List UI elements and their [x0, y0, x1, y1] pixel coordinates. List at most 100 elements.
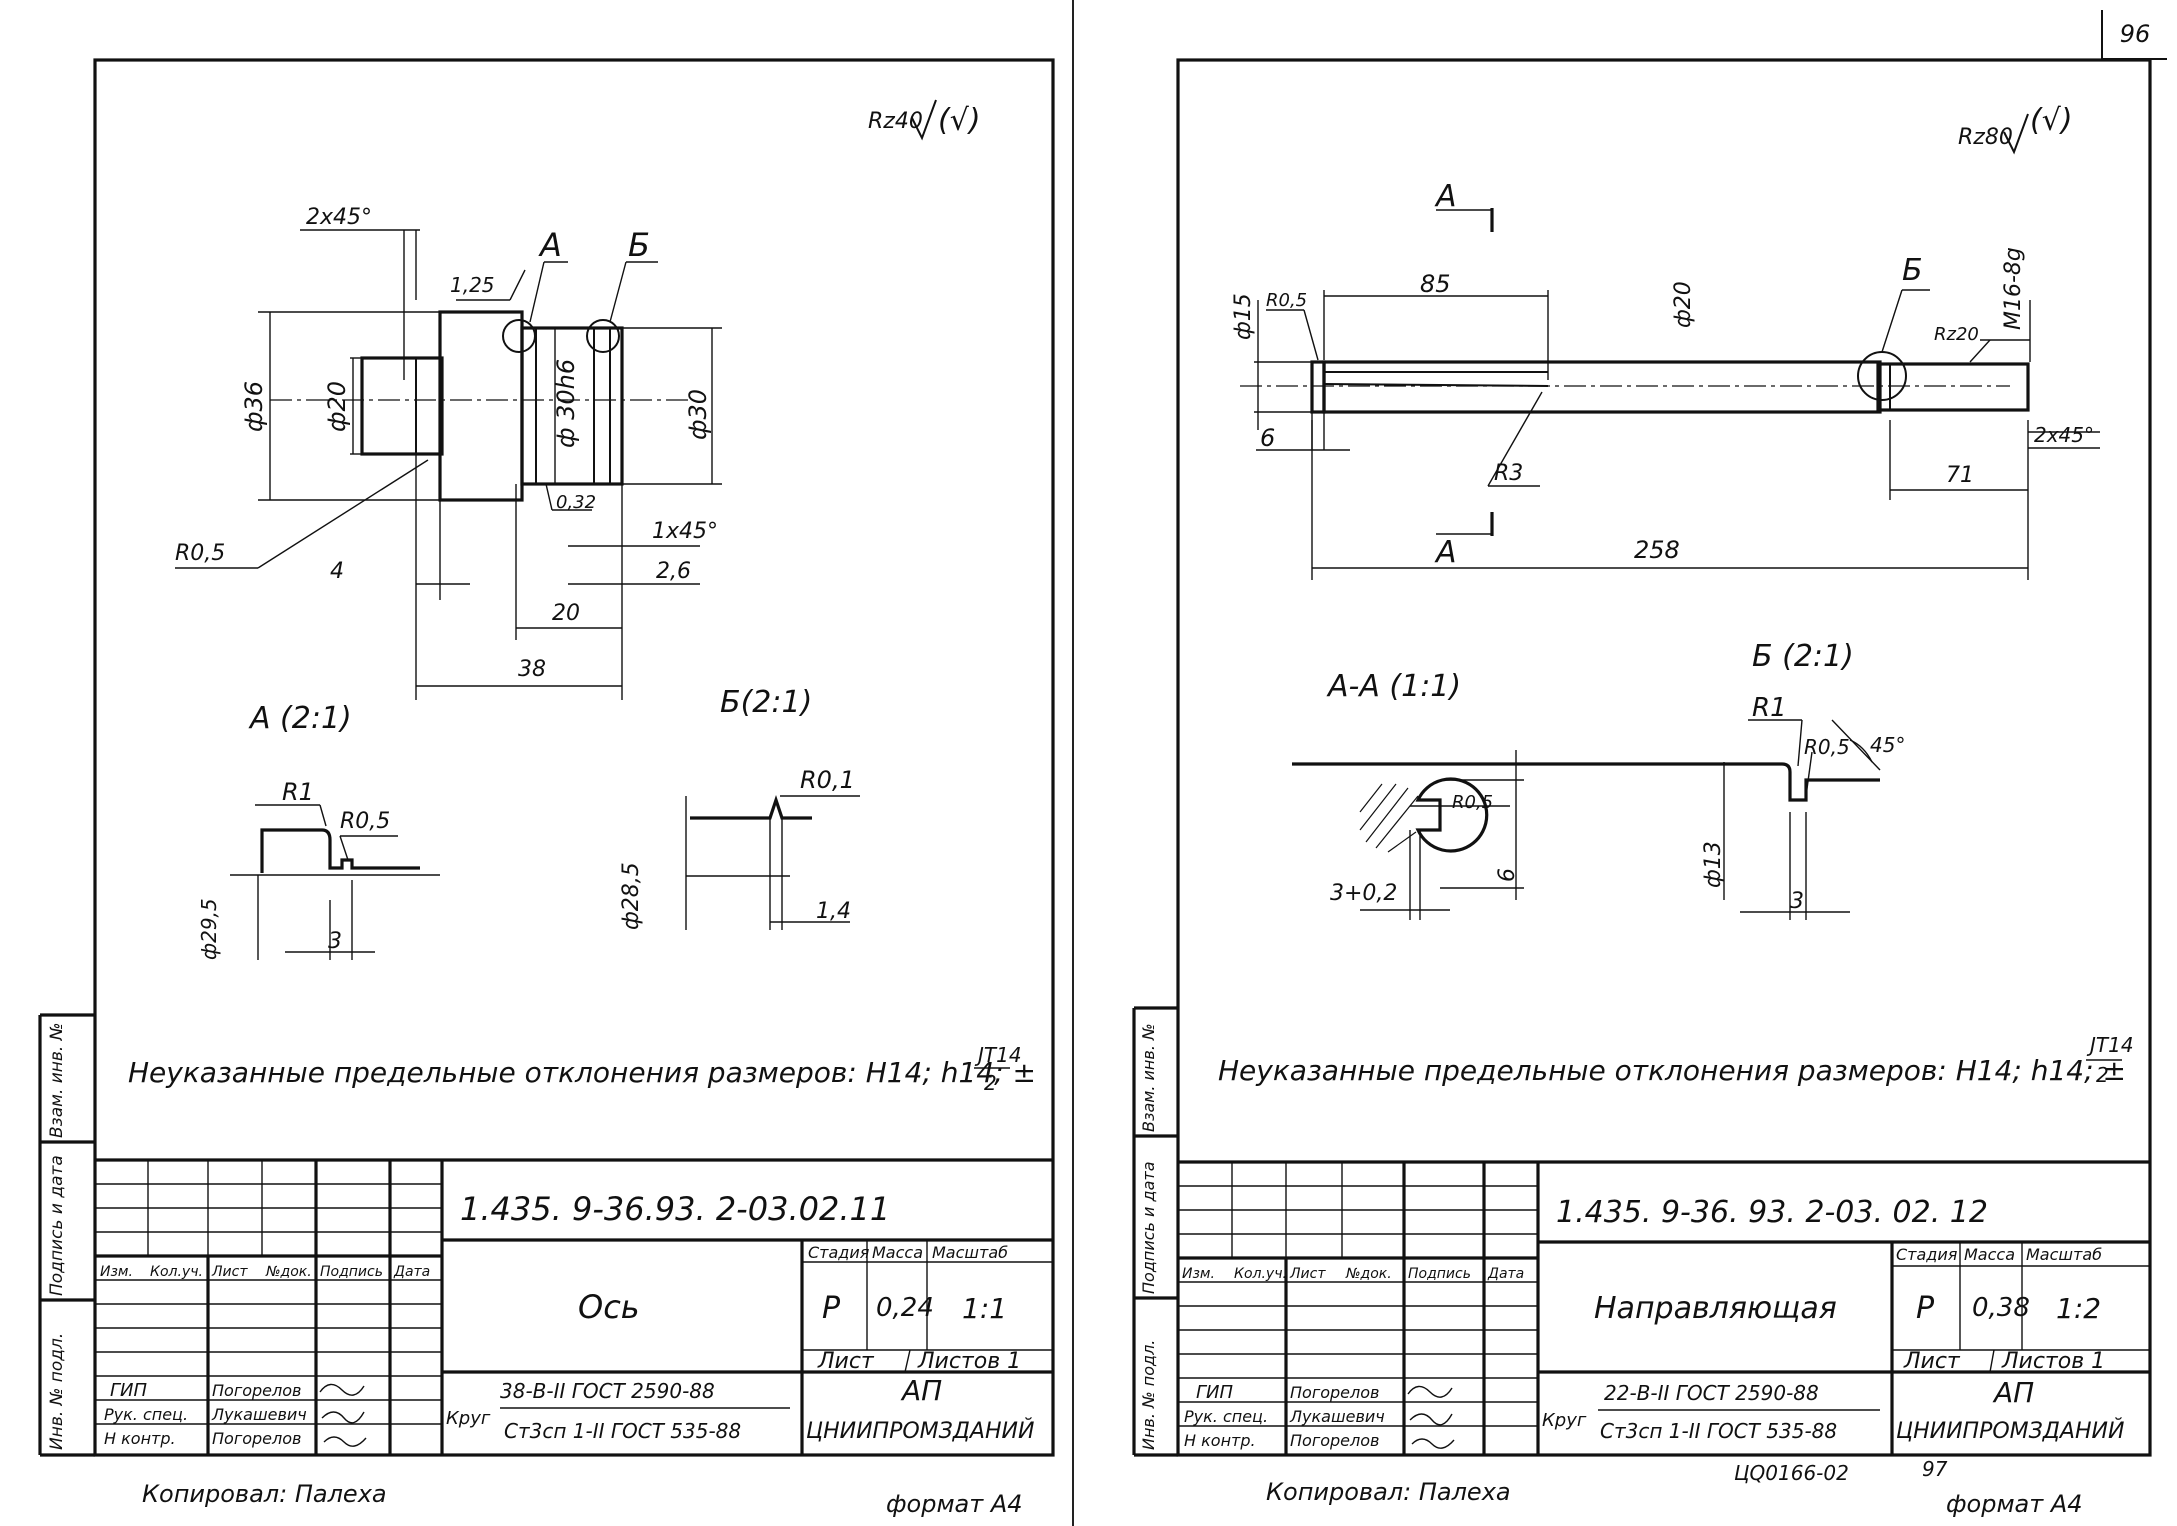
r-material-prefix: Круг — [1542, 1410, 1587, 1431]
page-separator — [1072, 0, 1074, 1526]
right-drawing: Взам. инв. № Подпись и дата Инв. № подл.… — [1132, 58, 2152, 1518]
r-role-ruk: Рук. спец. — [1184, 1407, 1268, 1426]
r-dim-85: 85 — [1420, 270, 1451, 298]
left-drawing: Взам. инв. № Подпись и дата Инв. № подл.… — [38, 58, 1055, 1518]
r-dim-d15: ф15 — [1231, 293, 1256, 340]
r-part-name: Направляющая — [1594, 1291, 1837, 1326]
r-role-gip: ГИП — [1196, 1382, 1233, 1403]
r-detail-b-title: Б (2:1) — [1752, 639, 1854, 674]
section-aa-6: 6 — [1495, 868, 1520, 882]
material-top: 38-В-II ГОСТ 2590-88 — [500, 1379, 715, 1403]
detail-a-d295: ф29,5 — [197, 898, 221, 960]
part-name: Ось — [578, 1288, 640, 1326]
svg-text:(√): (√) — [938, 103, 981, 138]
mass-header: Масса — [872, 1243, 923, 1262]
detail-b-d285: ф28,5 — [619, 862, 644, 930]
stage-value: Р — [822, 1291, 841, 1326]
left-frame — [93, 58, 1055, 1457]
r-copied-by: Копировал: Палеха — [1266, 1478, 1511, 1506]
r-roughness-value: Rz80 — [1958, 125, 2013, 150]
r-sheet-header: Лист — [1903, 1349, 1961, 1374]
r-stage-header: Стадия — [1896, 1245, 1958, 1264]
axle-main-view: 2x45° 1,25 А Б ф36 ф20 ф 30h6 ф30 0,32 1… — [175, 205, 722, 700]
hdr-izm: Изм. — [100, 1264, 133, 1280]
hdr-kol: Кол.уч. — [150, 1264, 203, 1280]
r-dim-chamfer: 2x45° — [2034, 423, 2094, 447]
r-person-1: Погорелов — [1290, 1383, 1379, 1402]
r-doc-code: 1.435. 9-36. 93. 2-03. 02. 12 — [1556, 1195, 1988, 1230]
detail-b-14: 1,4 — [816, 899, 851, 924]
dim-d36: ф36 — [240, 381, 268, 432]
r-detail-b-r1: R1 — [1752, 693, 1787, 723]
dim-chamfer: 2x45° — [306, 205, 372, 230]
r-dim-71: 71 — [1946, 463, 1974, 488]
r-mass-header: Масса — [1964, 1245, 2015, 1264]
detail-a-3: 3 — [328, 929, 342, 954]
right-frame — [1176, 58, 2152, 1457]
material-prefix: Круг — [446, 1408, 491, 1429]
r-tolerance-note: Неуказанные предельные отклонения размер… — [1218, 1054, 2126, 1087]
role-gip: ГИП — [110, 1380, 147, 1401]
scale-value: 1:1 — [962, 1292, 1007, 1325]
hdr-sign: Подпись — [320, 1264, 383, 1280]
page-number: 96 — [2101, 10, 2167, 60]
r-hdr-sign: Подпись — [1408, 1266, 1471, 1282]
r-dim-6: 6 — [1260, 424, 1275, 452]
r-hdr-kol: Кол.уч. — [1234, 1266, 1287, 1282]
doc-code: 1.435. 9-36.93. 2-03.02.11 — [460, 1190, 890, 1228]
r-detail-b-r05: R0,5 — [1804, 735, 1850, 759]
r-scale-value: 1:2 — [2056, 1292, 2101, 1325]
side-label-inv: Инв. № подл. — [47, 1333, 67, 1450]
r-person-3: Погорелов — [1290, 1431, 1379, 1450]
hdr-doc: №док. — [265, 1264, 312, 1280]
r-signatures — [1407, 1385, 1455, 1449]
r-detail-b-45: 45° — [1870, 733, 1905, 757]
tolerance-note-num: JT14 — [974, 1043, 1022, 1067]
scale-header: Масштаб — [932, 1243, 1008, 1262]
r-hdr-doc: №док. — [1345, 1266, 1392, 1282]
format-label: формат А4 — [886, 1490, 1023, 1518]
dim-d30h6: ф 30h6 — [552, 359, 580, 448]
left-title-block: Изм. Кол.уч. Лист №док. Подпись Дата ГИП… — [95, 1158, 1053, 1455]
material-bottom: Ст3сп 1-II ГОСТ 535-88 — [504, 1419, 741, 1443]
r-material-top: 22-В-II ГОСТ 2590-88 — [1604, 1381, 1819, 1405]
dim-032: 0,32 — [556, 492, 596, 513]
r-format-label: формат А4 — [1946, 1490, 2083, 1518]
r-detail-b-3: 3 — [1790, 889, 1804, 914]
callout-a: А — [538, 226, 562, 264]
detail-a-r05: R0,5 — [340, 809, 390, 834]
tolerance-note-den: 2 — [984, 1071, 997, 1095]
r-role-nkontr: Н контр. — [1184, 1431, 1256, 1450]
org-name: ЦНИИПРОМЗДАНИЙ — [806, 1418, 1034, 1444]
person-3: Погорелов — [212, 1429, 301, 1448]
archive-number: 97 — [1922, 1457, 1948, 1481]
detail-b-r01: R0,1 — [800, 766, 855, 794]
side-label-sign: Подпись и дата — [47, 1155, 67, 1296]
person-1: Погорелов — [212, 1381, 301, 1400]
r-side-label-inv: Инв. № подл. — [1139, 1340, 1158, 1450]
r-hdr-list: Лист — [1289, 1266, 1326, 1282]
signatures — [319, 1383, 367, 1447]
org-ap: АП — [900, 1374, 942, 1407]
archive-code: ЦQ0166-02 — [1734, 1461, 1849, 1485]
section-aa-r05: R0,5 — [1452, 792, 1493, 813]
hdr-list: Лист — [211, 1264, 248, 1280]
hdr-date: Дата — [393, 1264, 430, 1280]
copied-by: Копировал: Палеха — [142, 1480, 387, 1508]
r-hdr-date: Дата — [1487, 1266, 1524, 1282]
r-mass-value: 0,38 — [1972, 1293, 2030, 1323]
r-org-ap: АП — [1992, 1376, 2034, 1409]
stage-header: Стадия — [808, 1243, 870, 1262]
detail-a: А (2:1) R1 R0,5 ф29,5 3 — [197, 701, 440, 960]
r-section-a-bottom: А — [1434, 535, 1457, 570]
r-dim-m16: M16-8g — [2001, 247, 2026, 330]
right-title-block: Изм. Кол.уч. Лист №док. Подпись Дата ГИП… — [1178, 1160, 2150, 1455]
dim-26: 2,6 — [656, 559, 691, 584]
section-aa-title: А-А (1:1) — [1326, 669, 1461, 704]
r-side-label-sign: Подпись и дата — [1139, 1161, 1158, 1294]
r-material-bottom: Ст3сп 1-II ГОСТ 535-88 — [1600, 1419, 1837, 1443]
right-drawing-sheet: Взам. инв. № Подпись и дата Инв. № подл.… — [1090, 0, 2170, 1526]
dim-d20: ф20 — [323, 381, 351, 432]
r-section-a-top: А — [1434, 179, 1457, 214]
role-ruk: Рук. спец. — [104, 1405, 188, 1424]
